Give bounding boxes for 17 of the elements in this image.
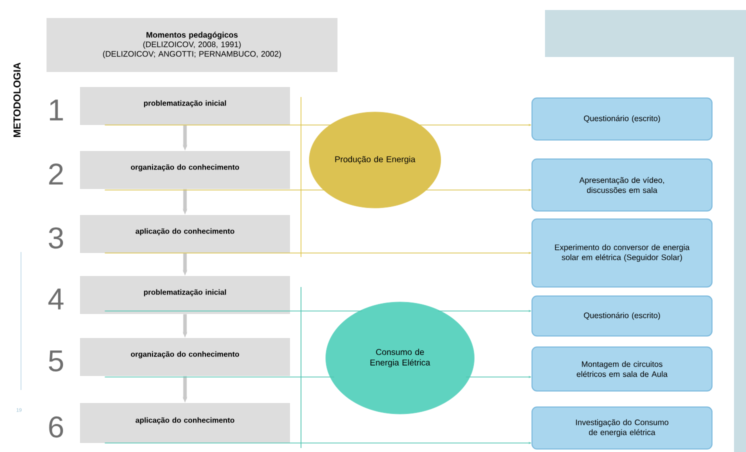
connector-line — [104, 124, 333, 126]
step-number: 1 — [50, 100, 63, 120]
activity-box: Experimento do conversor de energia solar em elétrica (Seguidor Solar) — [532, 218, 712, 288]
activity-box: Apresentação de vídeo, discussões em sala — [532, 158, 712, 212]
activity-box: Questionário (escrito) — [532, 296, 712, 336]
activity-box: Questionário (escrito) — [532, 98, 712, 140]
header-box: Momentos pedagógicos (DELIZOICOV, 2008, 1991) (DELIZOICOV; ANGOTTI; PERNAMBUCO, 2002) — [46, 18, 338, 72]
step-number: 6 — [49, 416, 64, 438]
step-number: 5 — [48, 350, 64, 372]
connector-line — [104, 310, 362, 312]
step-number: 3 — [48, 227, 64, 249]
connector-line — [104, 376, 335, 378]
activity-box: Montagem de circuitos elétricos em sala de Aula — [532, 346, 712, 392]
activity-box: Investigação do Consumo de energia elétrica — [532, 406, 712, 450]
step-number: 2 — [49, 164, 63, 184]
side-title: METODOLOGIA — [13, 62, 21, 137]
step-number: 4 — [48, 288, 64, 310]
